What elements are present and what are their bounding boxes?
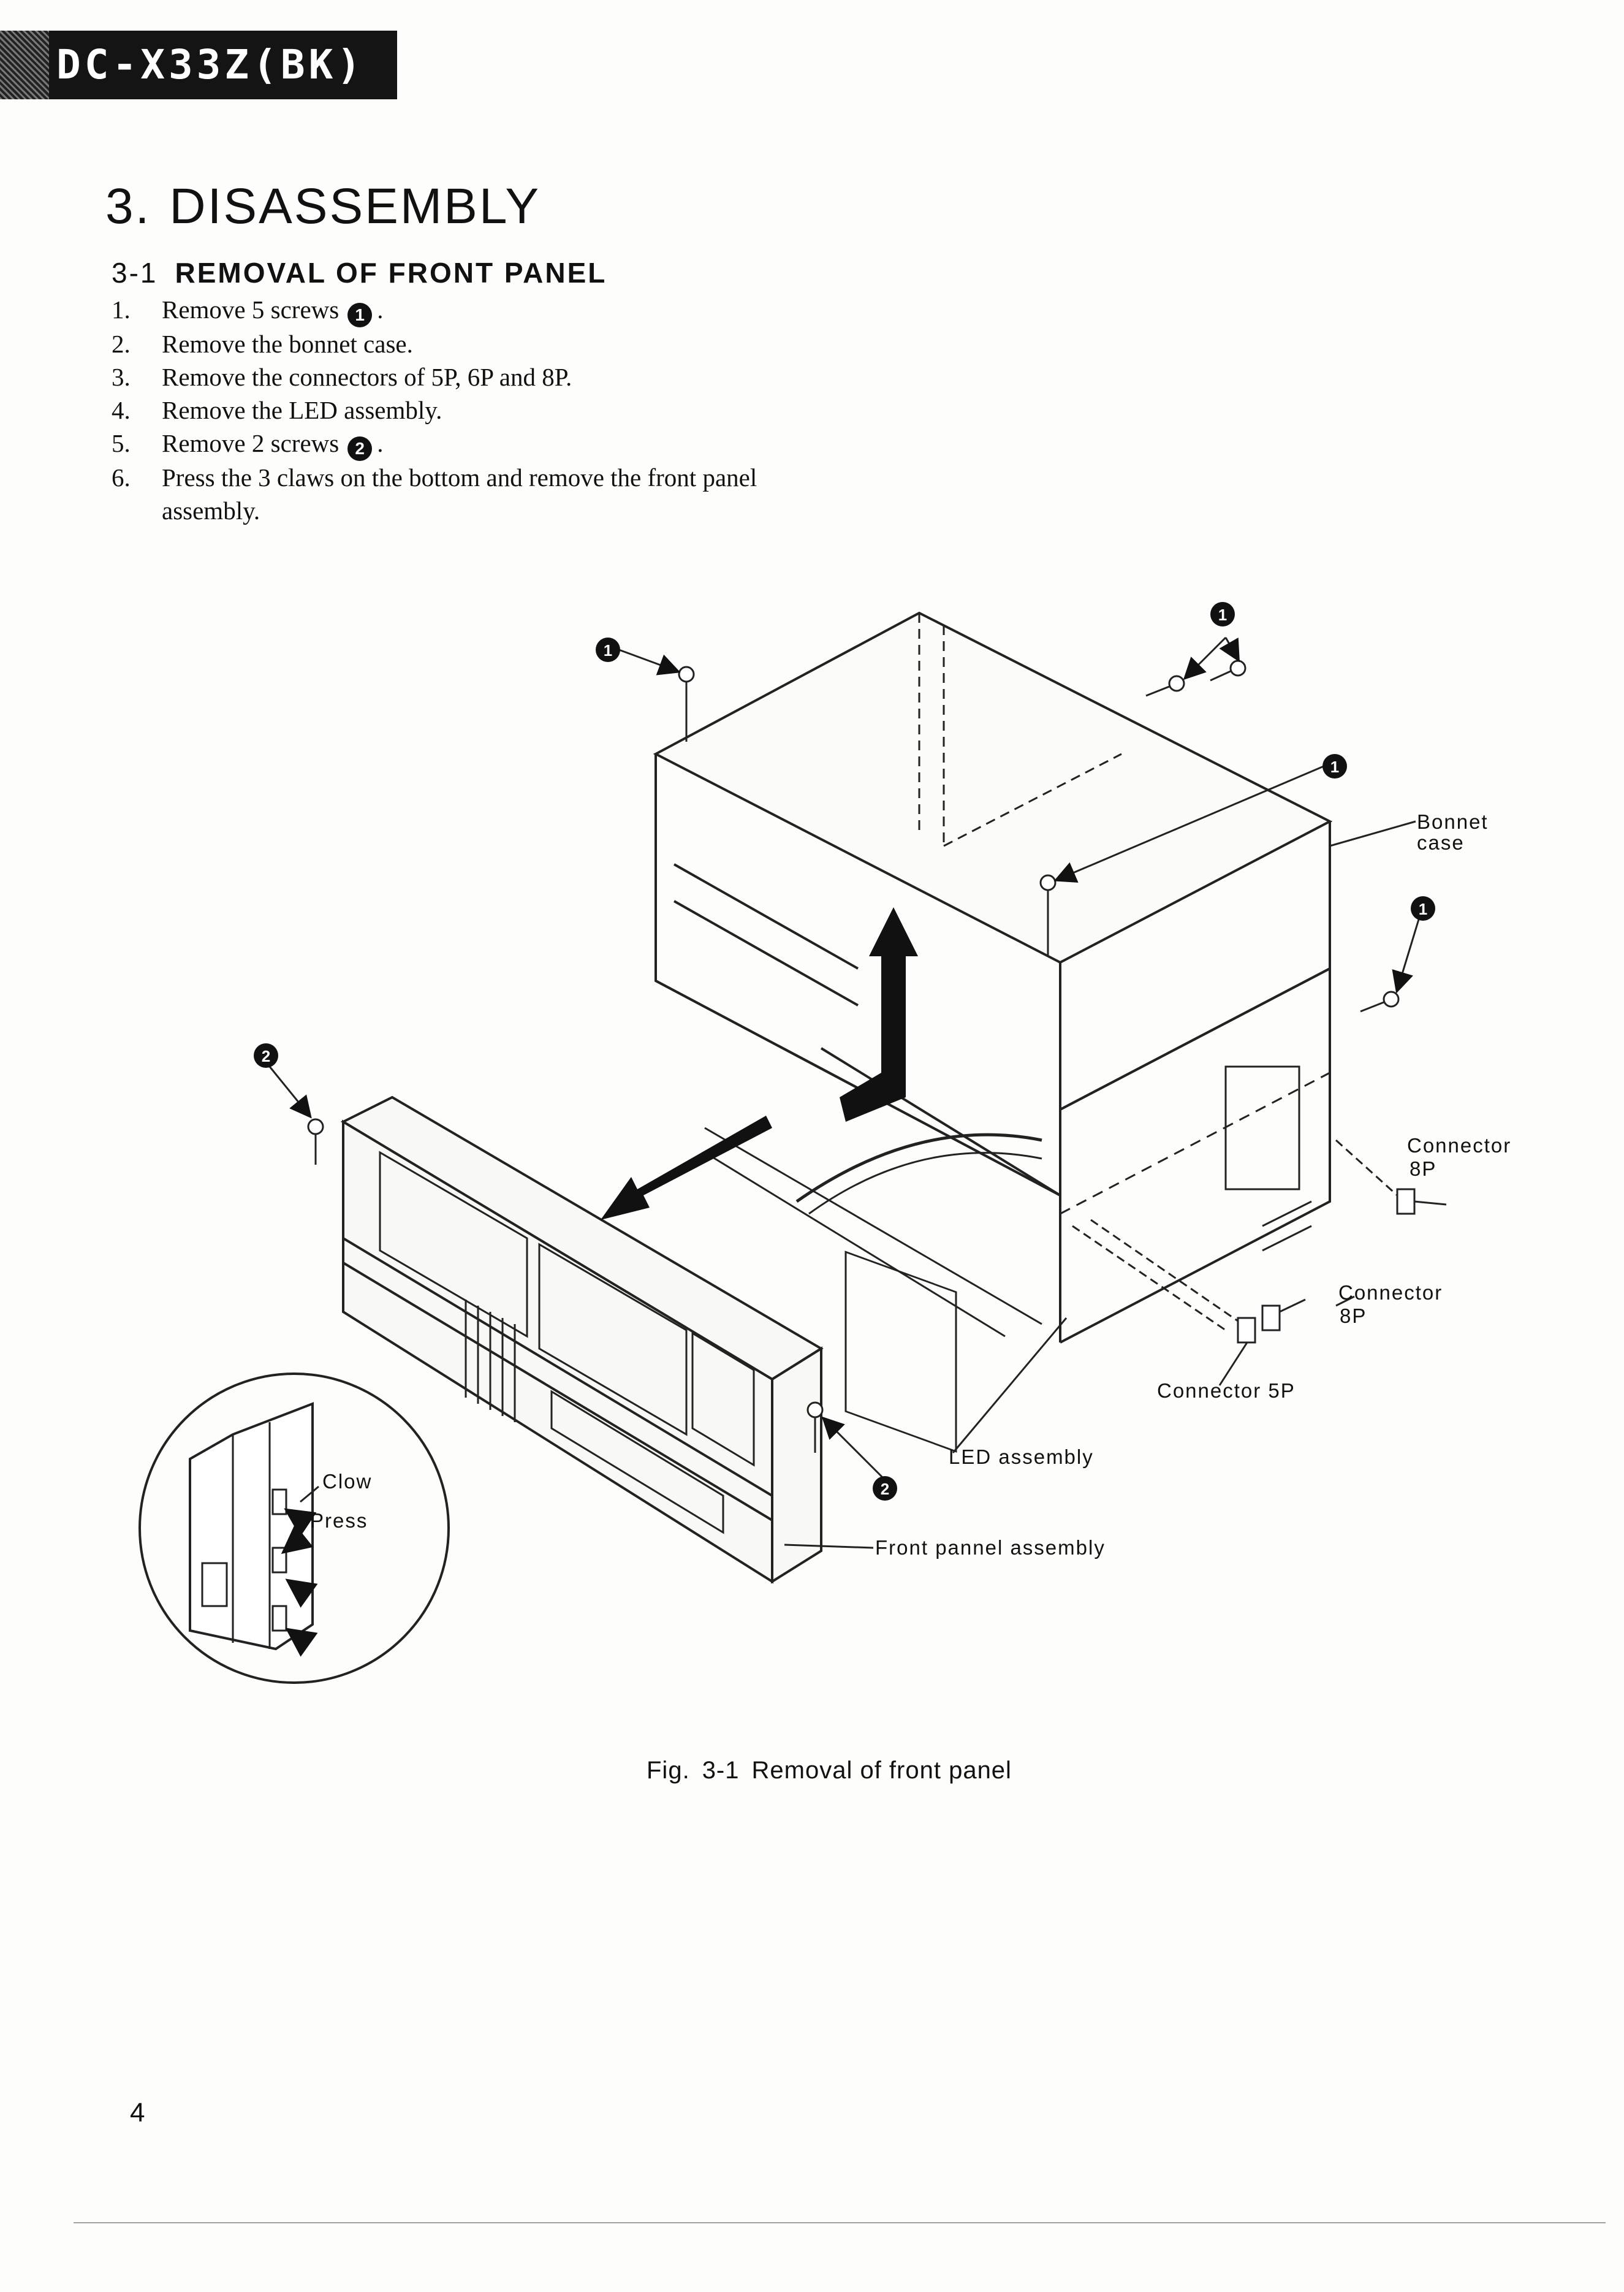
step-item: 3. Remove the connectors of 5P, 6P and 8P…: [112, 360, 816, 394]
caption-title: Removal of front panel: [751, 1757, 1012, 1784]
step-text: Remove the LED assembly.: [162, 396, 442, 424]
step-text: Remove the bonnet case.: [162, 330, 413, 358]
svg-text:1: 1: [1218, 606, 1227, 624]
label-connector-5p: Connector 5P: [1157, 1379, 1296, 1402]
claw-detail-inset: Clow Press: [138, 1373, 450, 1684]
step-item: 5. Remove 2 screws 2.: [112, 427, 816, 461]
step-text: Remove 2 screws: [162, 429, 340, 457]
step-number: 6.: [112, 463, 131, 492]
label-connector-8p-b-line2: 8P: [1340, 1304, 1367, 1327]
pull-out-arrow-icon: [601, 1116, 772, 1220]
marker-1-badge: 1: [1210, 602, 1235, 626]
screw-marker-2: 2: [347, 436, 373, 461]
step-item: 4. Remove the LED assembly.: [112, 394, 816, 427]
model-header-tab: DC-X33Z(BK): [0, 31, 397, 99]
label-bonnet-case-line2: case: [1417, 831, 1465, 854]
step-text: Press the 3 claws on the bottom and remo…: [162, 463, 757, 525]
step-item: 1. Remove 5 screws 1.: [112, 293, 816, 327]
marker-1-badge: 1: [1411, 896, 1435, 921]
step-item: 2. Remove the bonnet case.: [112, 327, 816, 360]
screw-marker-callouts: 1 1 1 1 2 2: [254, 602, 1435, 1501]
step-item: 6. Press the 3 claws on the bottom and re…: [112, 461, 816, 527]
screw-marker-1: 1: [347, 303, 373, 327]
section-title: DISASSEMBLY: [169, 178, 541, 234]
section-number: 3.: [105, 178, 151, 234]
label-clow: Clow: [322, 1470, 372, 1493]
step-number: 1.: [112, 295, 131, 324]
subsection-heading: 3-1 REMOVAL OF FRONT PANEL: [112, 256, 607, 289]
marker-2-badge: 2: [254, 1043, 278, 1068]
figure-caption: Fig. 3-1 Removal of front panel: [647, 1757, 1024, 1784]
marker-1-badge: 1: [596, 638, 620, 662]
subsection-title: REMOVAL OF FRONT PANEL: [175, 257, 607, 289]
page-number: 4: [130, 2098, 145, 2128]
svg-text:1: 1: [604, 641, 612, 660]
step-text: Remove 5 screws: [162, 295, 340, 324]
subsection-number: 3-1: [112, 257, 158, 289]
caption-number: 3-1: [702, 1757, 740, 1784]
label-connector-8p-a-line1: Connector: [1407, 1134, 1511, 1157]
label-front-panel-assembly: Front pannel assembly: [875, 1536, 1106, 1559]
scan-grain-decoration: [0, 31, 49, 99]
step-number: 4.: [112, 396, 131, 424]
lift-arrow-icon: [840, 907, 918, 1122]
connector-icons: [1072, 1139, 1447, 1344]
label-led-assembly: LED assembly: [949, 1445, 1094, 1468]
label-leader-lines: [784, 820, 1416, 1549]
step-number: 2.: [112, 330, 131, 358]
step-number: 5.: [112, 429, 131, 457]
svg-text:1: 1: [1419, 900, 1427, 918]
exploded-view-drawing: 1 1 1 1 2 2: [138, 602, 1511, 1684]
step-text: Remove the connectors of 5P, 6P and 8P.: [162, 363, 572, 391]
section-heading: 3. DISASSEMBLY: [105, 178, 541, 235]
scan-edge-line: [74, 2222, 1606, 2223]
caption-prefix: Fig.: [647, 1757, 690, 1784]
bonnet-case-drawing: [653, 611, 1333, 1198]
label-press: Press: [310, 1509, 368, 1532]
svg-text:1: 1: [1330, 758, 1339, 776]
label-bonnet-case-line1: Bonnet: [1417, 810, 1489, 833]
model-name: DC-X33Z(BK): [56, 41, 365, 88]
step-number: 3.: [112, 363, 131, 391]
exploded-view-figure: 1 1 1 1 2 2: [0, 588, 1624, 1741]
svg-text:2: 2: [262, 1047, 270, 1065]
marker-1-badge: 1: [1322, 754, 1347, 779]
label-connector-8p-b-line1: Connector: [1338, 1281, 1443, 1304]
marker-2-badge: 2: [873, 1476, 897, 1501]
svg-text:2: 2: [881, 1480, 889, 1498]
procedure-steps: 1. Remove 5 screws 1. 2. Remove the bonnet …: [112, 293, 816, 527]
step-suffix: .: [377, 295, 384, 324]
step-suffix: .: [377, 429, 384, 457]
label-connector-8p-a-line2: 8P: [1410, 1157, 1436, 1180]
